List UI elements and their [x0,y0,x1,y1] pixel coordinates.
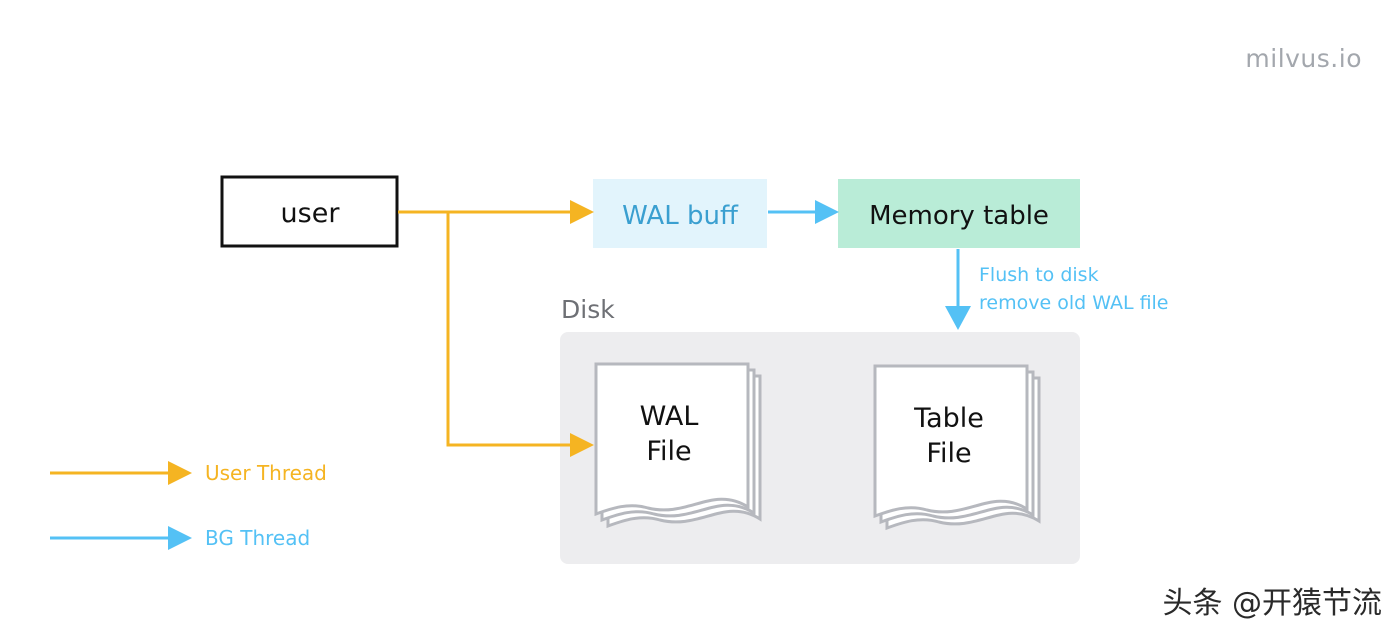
legend-user-thread-label: User Thread [205,461,327,485]
user-node [220,175,399,248]
wal-buff-node [593,179,767,248]
disk-label: Disk [561,295,615,324]
table-file-icon [873,364,1041,531]
table-file-label-line1: Table [913,403,984,434]
legend-bg-thread-arrowhead [168,526,192,550]
watermark-text: 头条 @开猿节流 [1162,586,1382,621]
legend: User Thread BG Thread [50,461,327,550]
flush-label-line2: remove old WAL file [979,292,1169,314]
wal-file-label-line1: WAL [640,401,699,432]
legend-user-thread-arrowhead [168,461,192,485]
flush-label-line1: Flush to disk [979,264,1099,286]
legend-bg-thread-label: BG Thread [205,526,310,550]
wal-buff-to-memory-arrowhead [815,200,839,224]
wal-buff-label: WAL buff [622,201,739,231]
memory-table-label: Memory table [869,201,1049,231]
user-thread-edges [398,200,594,457]
table-file-label-line2: File [926,438,971,469]
brand-logo-text: milvus.io [1245,44,1362,73]
user-to-wal-buff-arrowhead [570,200,594,224]
memory-table-node [838,179,1080,248]
wal-file-label-line2: File [646,436,691,467]
wal-file-icon [594,362,762,529]
memory-to-table-file-arrowhead [945,306,971,330]
user-to-wal-file-arrowhead [570,433,594,457]
bg-thread-edges [768,200,971,330]
user-to-wal-file-line [446,212,575,447]
user-node-label: user [281,198,341,229]
